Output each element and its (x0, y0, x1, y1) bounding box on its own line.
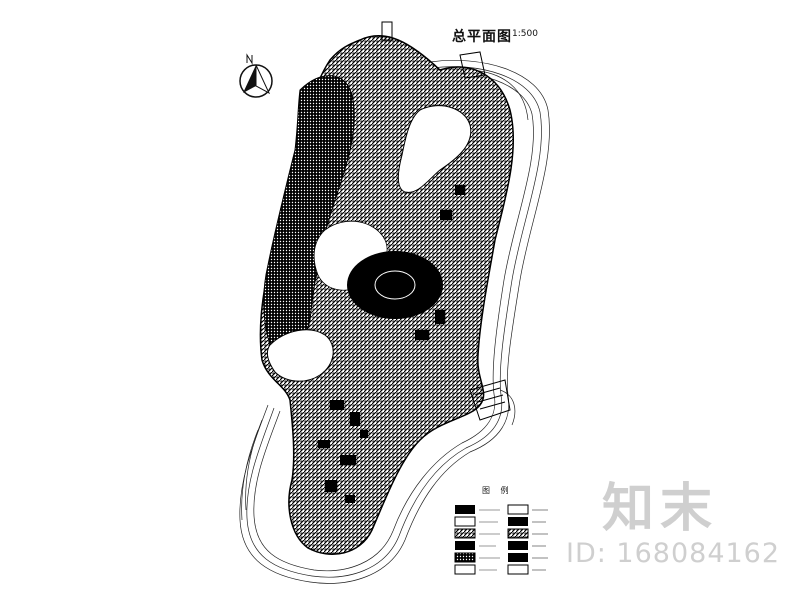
legend-swatch (455, 505, 475, 514)
water-contour-lines (239, 59, 550, 584)
legend-swatch (454, 516, 476, 527)
legend-swatch (508, 517, 528, 526)
legend-swatch (455, 541, 475, 550)
legend-swatch (454, 564, 476, 575)
central-building-cluster (347, 251, 443, 319)
northern-lake (397, 105, 472, 193)
east-pier (469, 379, 511, 421)
legend-swatch (508, 541, 528, 550)
west-terrace (267, 329, 334, 382)
legend-swatch (507, 528, 529, 539)
legend-title: 图 例 (482, 486, 513, 495)
legend-swatch (507, 504, 529, 515)
legend (454, 504, 548, 575)
watermark-id: ID: 168084162 (566, 538, 781, 569)
central-circle (374, 270, 416, 300)
legend-swatch (508, 553, 528, 562)
legend-swatch (454, 528, 476, 539)
legend-swatch (454, 552, 476, 563)
map-title: 总平面图 (452, 29, 512, 45)
north-pier (381, 21, 486, 79)
legend-swatch (507, 564, 529, 575)
north-arrow-icon (239, 53, 273, 98)
watermark-logo: 知末 (602, 479, 719, 539)
southern-buildings (318, 185, 465, 503)
map-scale: 1:500 (512, 29, 538, 39)
